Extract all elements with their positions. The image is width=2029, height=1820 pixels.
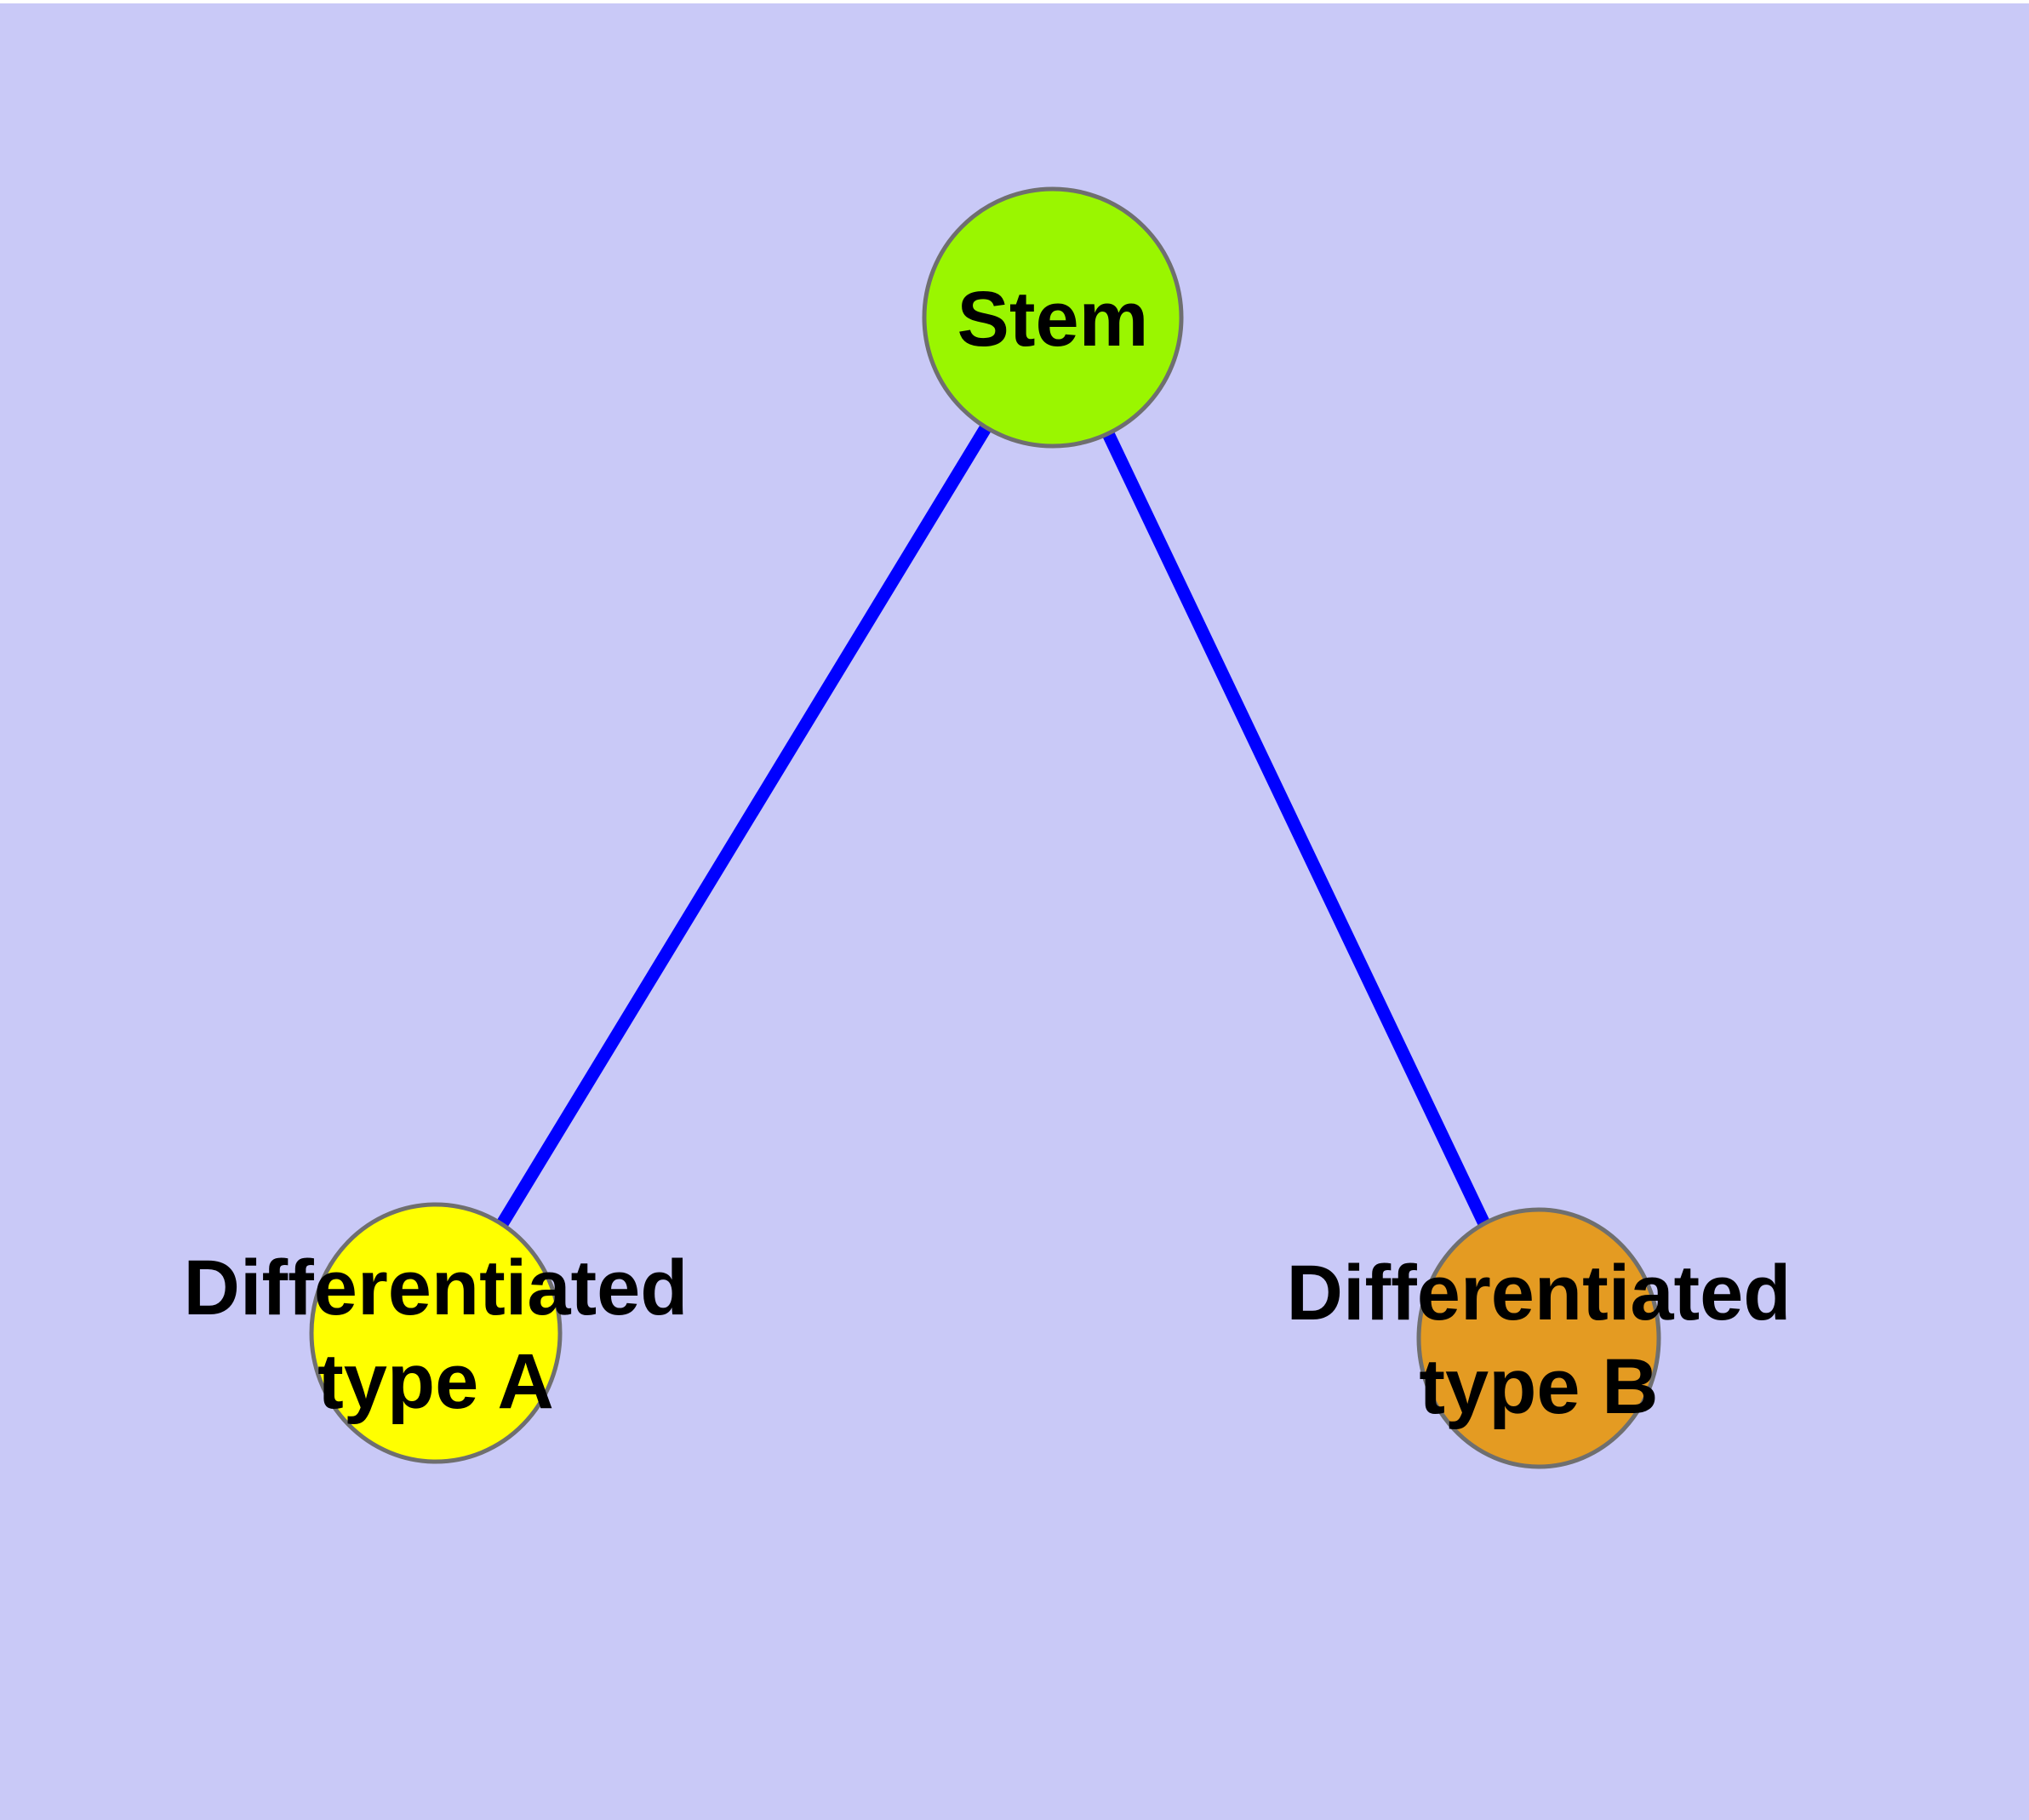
node-label-stem: Stem <box>957 276 1149 363</box>
edges-layer <box>430 314 1545 1342</box>
node-differentiated-type-a[interactable] <box>309 1202 563 1464</box>
node-label-line: Stem <box>957 276 1149 363</box>
edge-stem-type-b <box>1047 314 1545 1342</box>
node-label-line: Differentiated <box>1287 1250 1792 1336</box>
node-label-line: type A <box>317 1338 554 1425</box>
edge-stem-type-a <box>430 314 1059 1336</box>
node-label-line: type B <box>1419 1343 1658 1430</box>
node-label-line: Differentiated <box>184 1245 689 1331</box>
nodes-layer <box>309 186 1661 1469</box>
node-differentiated-type-b[interactable] <box>1416 1207 1661 1469</box>
top-edge-highlight <box>0 0 2029 3</box>
node-stem[interactable] <box>922 186 1184 449</box>
